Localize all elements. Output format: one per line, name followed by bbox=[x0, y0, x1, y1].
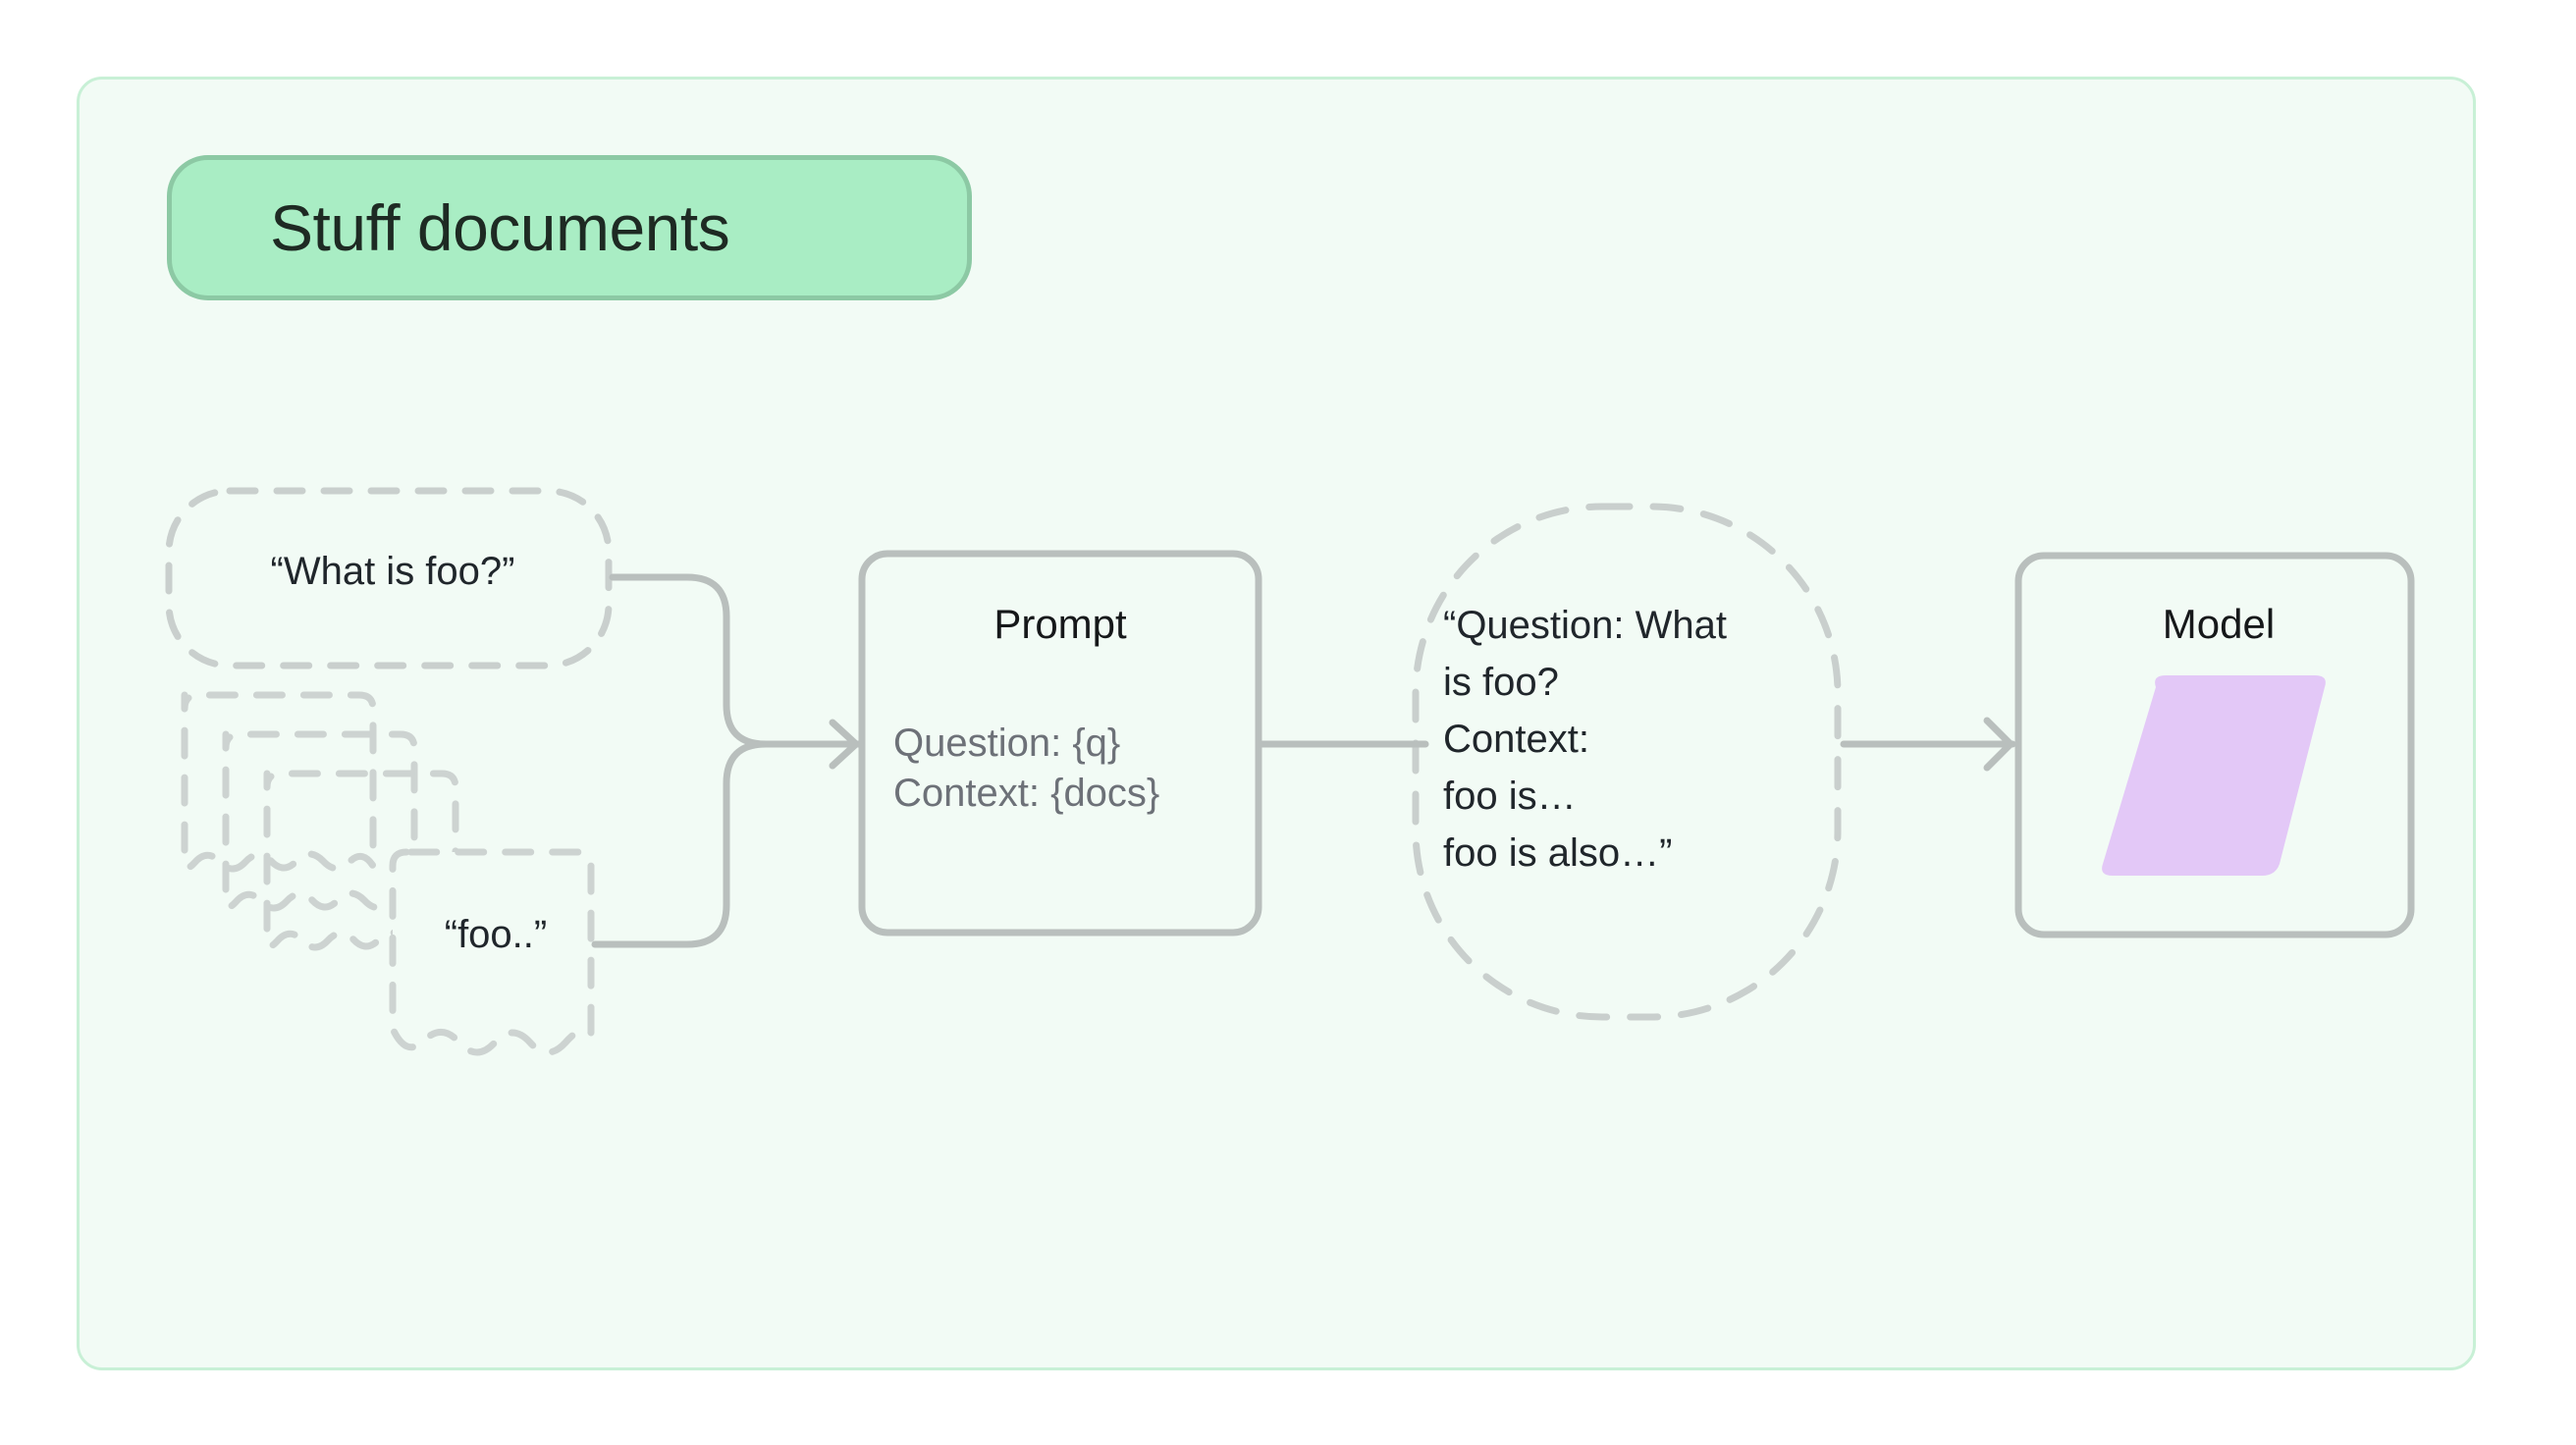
filled-prompt-line: is foo? bbox=[1443, 661, 1559, 704]
filled-prompt-line: Context: bbox=[1443, 718, 1589, 761]
prompt-node-body: Question: {q} Context: {docs} bbox=[893, 719, 1257, 819]
filled-prompt-line: foo is… bbox=[1443, 775, 1577, 818]
filled-prompt-line: foo is also…” bbox=[1443, 831, 1673, 875]
filled-prompt-line: “Question: What bbox=[1443, 604, 1728, 647]
prompt-line: Question: {q} bbox=[893, 722, 1121, 765]
prompt-line: Context: {docs} bbox=[893, 772, 1160, 816]
prompt-node-title: Prompt bbox=[993, 601, 1127, 647]
filled-prompt-node-body: “Question: What is foo? Context: foo is…… bbox=[1443, 597, 1836, 882]
model-node-title: Model bbox=[2162, 601, 2276, 647]
title-badge: Stuff documents bbox=[167, 155, 972, 300]
documents-node-label: “foo..” bbox=[444, 913, 548, 956]
title-badge-label: Stuff documents bbox=[270, 191, 730, 264]
question-node-label: “What is foo?” bbox=[270, 550, 515, 593]
